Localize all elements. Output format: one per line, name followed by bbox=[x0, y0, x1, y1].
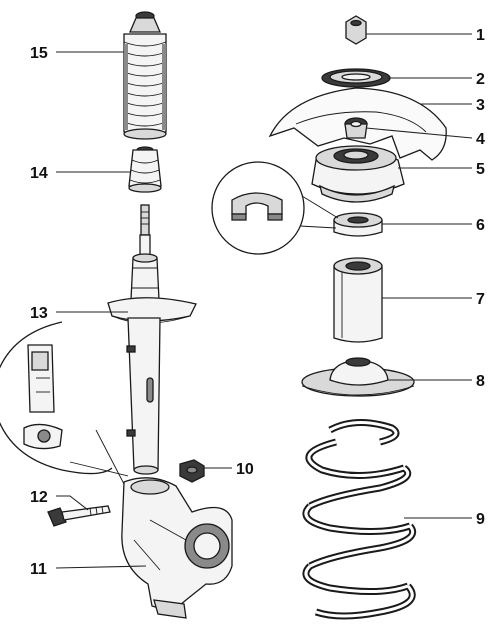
strut-mount-part-5 bbox=[311, 145, 405, 203]
bearing-nut-part-4 bbox=[344, 117, 368, 139]
callout-9: 9 bbox=[476, 511, 485, 528]
shock-absorber-part-13 bbox=[107, 204, 197, 475]
nut-part-10 bbox=[179, 459, 205, 483]
callout-11: 11 bbox=[30, 561, 47, 578]
leader-12 bbox=[56, 495, 89, 511]
bracket-detail-inset bbox=[0, 321, 129, 485]
callout-7: 7 bbox=[476, 291, 485, 308]
bearing-part-6 bbox=[333, 212, 383, 237]
dust-boot-part-15 bbox=[123, 11, 167, 140]
protective-sleeve-part-7 bbox=[333, 257, 383, 343]
callout-13: 13 bbox=[30, 305, 48, 322]
bump-stop-part-14 bbox=[128, 146, 162, 193]
callout-10: 10 bbox=[236, 461, 254, 478]
callout-4: 4 bbox=[476, 131, 485, 148]
clip-detail-inset bbox=[211, 161, 339, 255]
top-nut-part-1 bbox=[345, 15, 367, 45]
callout-14: 14 bbox=[30, 165, 48, 182]
spring-seat-part-8 bbox=[301, 357, 415, 397]
callout-5: 5 bbox=[476, 161, 485, 178]
callout-labels: 1 2 3 4 5 6 7 8 9 10 11 12 13 14 15 bbox=[30, 27, 485, 578]
callout-12: 12 bbox=[30, 489, 48, 506]
coil-spring-part-9 bbox=[302, 418, 417, 620]
callout-8: 8 bbox=[476, 373, 485, 390]
callout-2: 2 bbox=[476, 71, 485, 88]
leader-4 bbox=[365, 127, 473, 139]
steering-knuckle-part-11 bbox=[121, 477, 233, 619]
washer-part-2 bbox=[321, 68, 391, 88]
bolt-part-12 bbox=[47, 505, 111, 527]
callout-15: 15 bbox=[30, 45, 48, 62]
leader-lines bbox=[55, 33, 473, 569]
callout-6: 6 bbox=[476, 217, 485, 234]
leader-11 bbox=[55, 565, 147, 569]
callout-3: 3 bbox=[476, 97, 485, 114]
callout-1: 1 bbox=[476, 27, 485, 44]
